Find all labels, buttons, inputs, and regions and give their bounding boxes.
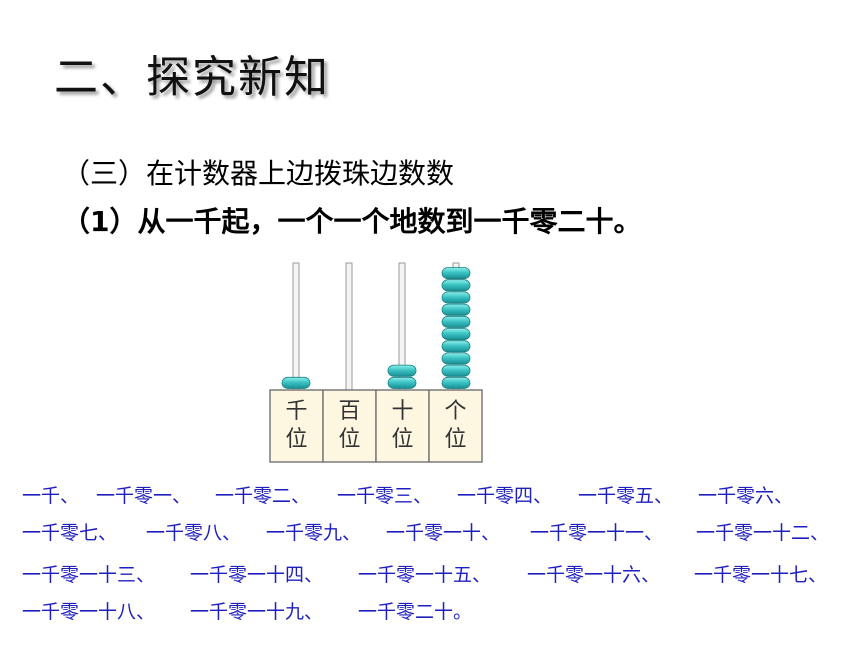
place-suffix: 位 <box>338 427 360 452</box>
counting-number: 一千零五、 <box>578 485 674 507</box>
counting-number: 一千零六、 <box>698 485 794 507</box>
counting-number: 一千零一、 <box>96 485 192 507</box>
section-subtitle: （三）在计数器上边拨珠边数数 <box>62 157 455 190</box>
counting-number: 一千零二十。 <box>358 601 473 623</box>
counting-number: 一千、 <box>22 485 80 507</box>
abacus-bead <box>387 376 417 389</box>
counting-number: 一千零一十、 <box>386 522 501 544</box>
abacus-bead <box>387 364 417 377</box>
abacus-bead <box>281 376 311 389</box>
counting-number: 一千零一十一、 <box>530 522 664 544</box>
page-title: 二、探究新知 <box>54 52 330 103</box>
task-instruction: （1）从一千起，一个一个地数到一千零二十。 <box>62 205 642 238</box>
abacus-bead <box>441 328 471 341</box>
abacus-bead <box>441 303 471 316</box>
place-label-box <box>428 389 483 463</box>
counting-row: 一千零一十八、 一千零一十九、 一千零二十。 <box>0 597 830 623</box>
counting-number: 一千零一十六、 <box>527 564 661 586</box>
counting-number: 一千零三、 <box>337 485 433 507</box>
counting-number: 一千零一十七、 <box>694 564 828 586</box>
counting-number: 一千零七、 <box>22 522 118 544</box>
counting-number: 一千零九、 <box>266 522 362 544</box>
counting-row: 一千零七、 一千零八、 一千零九、 一千零一十、 一千零一十一、 一千零一十二、 <box>0 518 830 544</box>
place-suffix: 位 <box>444 427 466 452</box>
place-name: 个 <box>444 399 466 424</box>
counting-number: 一千零一十五、 <box>358 564 492 586</box>
abacus-bead <box>441 279 471 292</box>
counting-number: 一千零一十八、 <box>22 601 156 623</box>
place-label-box <box>322 389 377 463</box>
counting-number: 一千零二、 <box>215 485 311 507</box>
place-name: 千 <box>285 399 307 424</box>
place-suffix: 位 <box>391 427 413 452</box>
counting-number: 一千零八、 <box>146 522 242 544</box>
abacus-bead <box>441 364 471 377</box>
abacus-bead <box>441 291 471 304</box>
abacus-rod <box>345 262 353 391</box>
abacus-bead <box>441 352 471 365</box>
place-suffix: 位 <box>285 427 307 452</box>
counting-number: 一千零一十三、 <box>22 564 156 586</box>
place-name: 十 <box>391 399 413 424</box>
abacus-bead <box>441 267 471 280</box>
abacus-bead <box>441 315 471 328</box>
place-name: 百 <box>338 399 360 424</box>
counting-number: 一千零一十九、 <box>190 601 324 623</box>
counting-number: 一千零四、 <box>457 485 553 507</box>
counting-number: 一千零一十二、 <box>696 522 830 544</box>
counting-row: 一千零一十三、 一千零一十四、 一千零一十五、 一千零一十六、 一千零一十七、 <box>0 560 830 586</box>
abacus-bead <box>441 376 471 389</box>
abacus-bead <box>441 340 471 353</box>
counting-row: 一千、一千零一、 一千零二、 一千零三、 一千零四、 一千零五、 一千零六、 <box>0 481 830 507</box>
counting-number: 一千零一十四、 <box>190 564 324 586</box>
abacus-rod <box>292 262 300 391</box>
